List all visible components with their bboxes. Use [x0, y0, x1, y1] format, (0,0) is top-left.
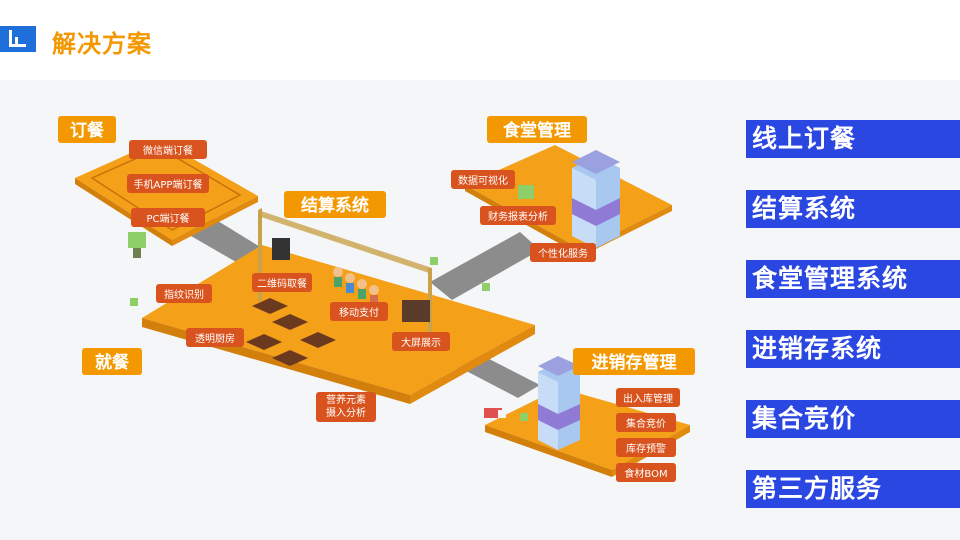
dine-label-kitchen: 透明厨房	[186, 328, 244, 347]
solution-diagram: 订餐 食堂管理 结算系统 就餐 进销存管理 微信端订餐 手机APP端订餐	[58, 116, 695, 482]
diners-icon	[333, 267, 379, 305]
tree-icon	[133, 248, 141, 258]
svg-text:微信端订餐: 微信端订餐	[143, 144, 193, 157]
truck-icon	[484, 408, 506, 418]
svg-text:数据可视化: 数据可视化	[458, 174, 508, 187]
kiosk-icon	[272, 238, 290, 260]
settle-label-mobilepay: 移动支付	[330, 302, 388, 321]
svg-text:财务报表分析: 财务报表分析	[488, 210, 548, 223]
canteen-platform	[465, 145, 672, 256]
svg-text:移动支付: 移动支付	[339, 306, 379, 319]
svg-text:集合竞价: 集合竞价	[626, 417, 666, 430]
canteen-label-visual: 数据可视化	[451, 170, 515, 189]
dine-label-fingerprint: 指纹识别	[156, 284, 212, 303]
svg-text:进销存管理: 进销存管理	[592, 352, 677, 373]
svg-text:食材BOM: 食材BOM	[624, 467, 667, 480]
side-item-canteen-management[interactable]: 食堂管理系统	[746, 260, 960, 298]
side-item-third-party[interactable]: 第三方服务	[746, 470, 960, 508]
tree-icon	[130, 298, 138, 306]
order-label-app: 手机APP端订餐	[127, 174, 209, 193]
side-item-bidding[interactable]: 集合竞价	[746, 400, 960, 438]
page-title: 解决方案	[52, 30, 152, 58]
settle-area-title: 结算系统	[284, 191, 386, 218]
svg-text:透明厨房: 透明厨房	[195, 332, 235, 345]
order-area-title: 订餐	[58, 116, 116, 143]
screen-icon	[402, 300, 430, 322]
order-label-wechat: 微信端订餐	[129, 140, 207, 159]
tree-icon	[128, 232, 146, 248]
tree-icon	[518, 185, 534, 199]
tree-icon	[430, 257, 438, 265]
side-item-online-order[interactable]: 线上订餐	[746, 120, 960, 158]
inventory-label-bidding: 集合竞价	[616, 413, 676, 432]
svg-text:出入库管理: 出入库管理	[623, 392, 673, 405]
dine-area-title: 就餐	[82, 348, 142, 375]
svg-text:食堂管理: 食堂管理	[503, 120, 571, 141]
dine-label-nutrition: 营养元素摄入分析	[316, 392, 376, 422]
svg-text:二维码取餐: 二维码取餐	[257, 277, 307, 290]
canteen-building	[572, 150, 620, 248]
canteen-label-service: 个性化服务	[530, 243, 596, 262]
side-item-settlement[interactable]: 结算系统	[746, 190, 960, 228]
dining-tables	[246, 298, 336, 366]
road-settle-canteen	[430, 232, 540, 300]
inventory-label-bom: 食材BOM	[616, 463, 676, 482]
svg-text:库存预警: 库存预警	[626, 442, 666, 455]
svg-text:结算系统: 结算系统	[301, 195, 369, 216]
inventory-area-title: 进销存管理	[573, 348, 695, 375]
svg-text:个性化服务: 个性化服务	[538, 247, 588, 260]
svg-text:手机APP端订餐: 手机APP端订餐	[134, 178, 203, 191]
canteen-area-title: 食堂管理	[487, 116, 587, 143]
settle-label-qrcode: 二维码取餐	[252, 273, 312, 292]
svg-text:就餐: 就餐	[95, 352, 130, 373]
header: 解决方案	[0, 0, 960, 80]
tree-icon	[520, 413, 528, 421]
inventory-building	[538, 356, 580, 450]
logo-icon	[0, 26, 36, 52]
svg-text:指纹识别: 指纹识别	[164, 288, 204, 301]
side-item-inventory[interactable]: 进销存系统	[746, 330, 960, 368]
svg-text:PC端订餐: PC端订餐	[146, 212, 189, 225]
inventory-label-alert: 库存预警	[616, 438, 676, 457]
svg-text:大屏展示: 大屏展示	[401, 336, 441, 349]
inventory-label-stock-io: 出入库管理	[616, 388, 680, 407]
order-label-pc: PC端订餐	[131, 208, 205, 227]
svg-text:订餐: 订餐	[70, 120, 105, 141]
canteen-label-finance: 财务报表分析	[480, 206, 556, 225]
settle-label-screen: 大屏展示	[392, 332, 450, 351]
tree-icon	[482, 283, 490, 291]
